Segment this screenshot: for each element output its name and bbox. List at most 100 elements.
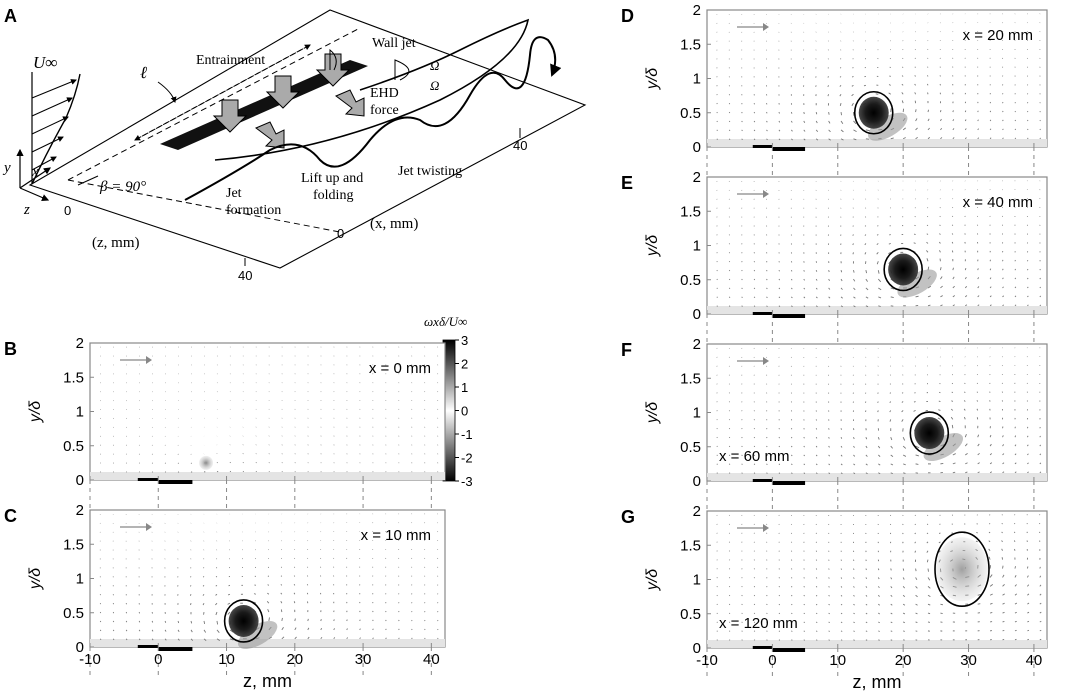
vector-arrow <box>778 269 780 272</box>
x-tick-label: 0 <box>154 651 162 668</box>
vector-arrow <box>790 111 793 114</box>
vector-arrow <box>229 470 232 473</box>
vector-arrow <box>952 276 955 280</box>
vector-arrow <box>952 128 955 131</box>
vector-arrow <box>877 401 879 403</box>
vector-arrow <box>890 621 893 624</box>
vector-arrow <box>716 550 718 552</box>
vector-arrow <box>815 138 819 141</box>
vector-arrow <box>828 138 831 141</box>
panel-letter-g: G <box>621 507 635 527</box>
vector-arrow <box>189 594 192 596</box>
colorbar-tick-label: 2 <box>461 357 468 372</box>
vector-arrow <box>1001 514 1003 516</box>
vector-arrow <box>741 630 743 632</box>
vector-arrow <box>902 66 904 68</box>
vector-arrow <box>926 258 929 262</box>
vector-arrow <box>952 295 956 298</box>
vector-arrow <box>815 639 818 641</box>
vector-arrow <box>753 296 756 299</box>
vector-arrow <box>914 75 916 77</box>
vector-arrow <box>716 278 718 281</box>
vector-arrow <box>902 436 906 441</box>
y-tick-label: 1 <box>693 572 701 589</box>
vector-arrow <box>716 296 718 298</box>
vector-arrow <box>864 252 867 255</box>
vortex-contour <box>934 531 990 608</box>
vector-arrow <box>1014 268 1016 271</box>
wall-shading <box>90 472 445 480</box>
vector-arrow <box>1013 540 1016 543</box>
vector-arrow <box>766 603 768 606</box>
plot-frame <box>706 176 1048 315</box>
vector-arrow <box>741 120 743 123</box>
vector-arrow <box>1026 102 1029 104</box>
vector-arrow <box>864 234 867 236</box>
electrode <box>160 60 368 150</box>
vector-arrow <box>1002 471 1005 474</box>
vector-arrow <box>411 628 413 631</box>
vector-arrow <box>293 592 296 595</box>
vortex-core <box>914 417 945 450</box>
vector-arrow <box>865 612 868 615</box>
vector-arrow <box>1014 137 1017 140</box>
vector-arrow <box>778 436 780 439</box>
vector-arrow <box>976 391 979 393</box>
vector-arrow <box>1014 620 1017 623</box>
vector-arrow <box>901 410 904 413</box>
vector-arrow <box>294 618 296 622</box>
vector-arrow <box>227 611 231 615</box>
vector-arrow <box>1039 453 1042 456</box>
vector-arrow <box>828 568 830 570</box>
vector-arrow <box>437 628 439 631</box>
vector-arrow <box>840 270 843 273</box>
vector-arrow <box>716 586 718 588</box>
vector-arrow <box>741 261 743 263</box>
lower-electrode <box>772 147 806 151</box>
vector-arrow <box>1002 444 1005 447</box>
vector-arrow <box>99 638 102 641</box>
vector-arrow <box>902 445 907 449</box>
vector-arrow <box>151 638 154 641</box>
vector-arrow <box>815 603 818 606</box>
vortex-core <box>199 455 214 470</box>
freestream-arrowhead <box>763 23 769 31</box>
x-tick-label: 20 <box>895 652 912 669</box>
vector-arrow <box>202 585 205 587</box>
vector-arrow <box>927 295 931 298</box>
vector-arrow <box>741 621 743 623</box>
vector-arrow <box>99 629 102 632</box>
freestream-arrowhead <box>146 523 152 531</box>
vector-arrow <box>753 138 756 141</box>
vector-arrow <box>753 436 756 439</box>
vector-arrow <box>803 463 806 466</box>
label-ehd-2: force <box>370 103 399 118</box>
vector-arrow <box>398 619 400 622</box>
vector-arrow <box>267 609 270 613</box>
vector-arrow <box>1002 611 1005 614</box>
vector-arrow <box>437 637 439 640</box>
vector-arrow <box>728 296 731 298</box>
vector-arrow <box>865 463 868 466</box>
colorbar-tick-label: -1 <box>461 427 473 442</box>
y-tick-label: 1.5 <box>680 36 701 53</box>
vector-arrow <box>901 75 904 77</box>
panel-letter-e: E <box>621 173 633 193</box>
vector-arrow <box>876 261 879 265</box>
vector-arrow <box>902 586 905 589</box>
vector-arrow <box>815 278 818 281</box>
vector-arrow <box>977 462 980 465</box>
vector-arrow <box>716 305 718 307</box>
vector-arrow <box>965 462 968 465</box>
vector-arrow <box>728 129 731 132</box>
vector-arrow <box>977 295 980 298</box>
vector-arrow <box>728 586 731 588</box>
vector-arrow <box>138 638 141 641</box>
vector-arrow <box>877 594 880 597</box>
vector-arrow <box>1014 453 1017 456</box>
vector-arrow <box>753 269 756 272</box>
panel-letter-f: F <box>621 340 632 360</box>
velocity-profile: U∞ <box>31 53 81 185</box>
vector-arrow <box>877 270 880 274</box>
lower-electrode <box>772 648 806 652</box>
